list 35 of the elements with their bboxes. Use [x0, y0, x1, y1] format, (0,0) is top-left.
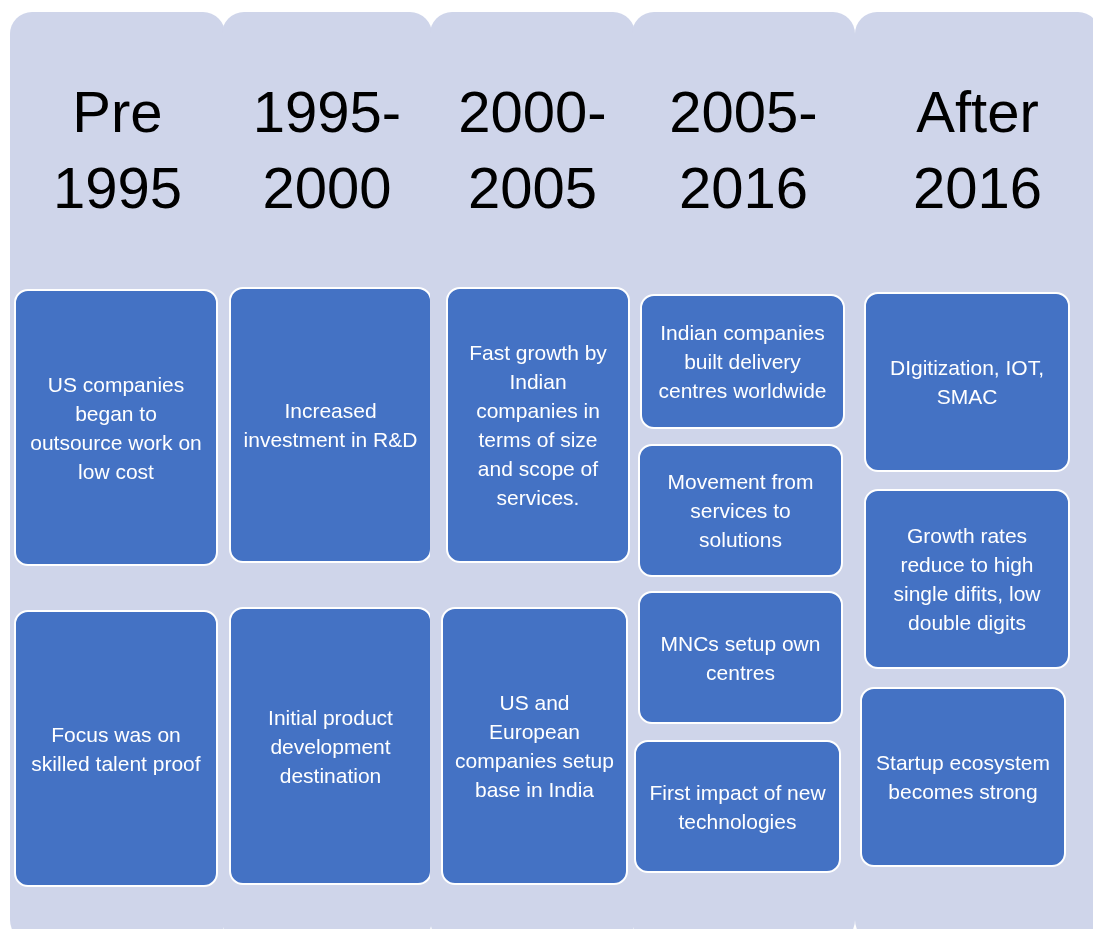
milestone-text: US companies began to outsource work on low cost	[29, 371, 203, 485]
period-column	[855, 12, 1093, 929]
milestone-box	[864, 292, 1070, 472]
period-column	[430, 12, 635, 929]
milestone-text: Initial product development destination	[267, 704, 394, 789]
period-heading: Pre 1995	[52, 78, 183, 222]
milestone-box	[638, 591, 843, 724]
milestone-text: MNCs setup own centres	[659, 630, 822, 686]
milestone-text: Increased investment in R&D	[242, 398, 419, 453]
milestone-box	[864, 489, 1070, 669]
milestone-text: Movement from services to solutions	[666, 469, 815, 553]
milestone-text: US and European companies setup base in India	[454, 690, 615, 803]
milestone-box	[860, 687, 1066, 867]
milestone-box	[229, 607, 432, 885]
milestone-text: Startup ecosystem becomes strong	[875, 750, 1051, 805]
period-heading: 2000- 2005	[457, 78, 608, 222]
period-heading: 1995- 2000	[251, 78, 403, 222]
milestone-box	[638, 444, 843, 577]
milestone-text: Growth rates reduce to high single difits, low double digits	[892, 523, 1042, 636]
milestone-box	[229, 287, 432, 563]
milestone-box	[446, 287, 630, 563]
period-column	[222, 12, 432, 929]
milestone-text: Focus was on skilled talent proof	[30, 721, 202, 777]
milestone-text: DIgitization, IOT, SMAC	[888, 355, 1046, 410]
period-heading: After 2016	[912, 78, 1043, 222]
period-column	[10, 12, 225, 929]
milestone-box	[634, 740, 841, 873]
milestone-box	[640, 294, 845, 429]
milestone-text: First impact of new technologies	[648, 779, 827, 835]
milestone-text: Indian companies built delivery centres worldwide	[657, 320, 828, 404]
milestone-text: Fast growth by Indian companies in terms of size and scope of services.	[468, 340, 608, 511]
milestone-box	[441, 607, 628, 885]
milestone-box	[14, 289, 218, 566]
milestone-box	[14, 610, 218, 887]
period-heading: 2005- 2016	[668, 78, 819, 222]
